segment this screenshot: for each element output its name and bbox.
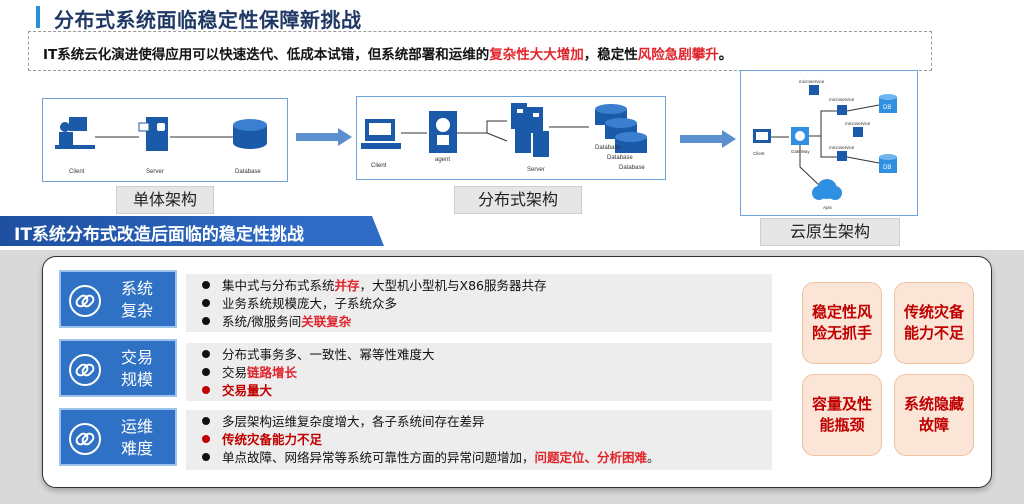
microservice-node (809, 85, 819, 95)
list-item: 多层架构运维复杂度增大，各子系统间存在差异 (202, 413, 485, 430)
list-item: 集中式与分布式系统并存，大型机小型机与X86服务器共存 (202, 277, 547, 294)
category-label: 交易 规模 (120, 348, 153, 389)
node-label-client: Client (753, 151, 765, 156)
node-label-apis: Apis (823, 205, 833, 210)
list-item: 交易量大 (202, 382, 272, 399)
node-label-microservice: microservice (829, 145, 855, 150)
list-item: 分布式事务多、一致性、幂等性难度大 (202, 346, 435, 363)
section-title: IT系统分布式改造后面临的稳定性挑战 (14, 225, 304, 245)
category-transaction-scale: 交易 规模 (59, 339, 177, 397)
category-items-transaction-scale: 分布式事务多、一致性、幂等性难度大 交易链路增长 交易量大 (186, 343, 772, 401)
node-label-agent: agent (435, 157, 450, 163)
title-bar: 分布式系统面临稳定性保障新挑战 (0, 0, 1024, 36)
risk-box: 稳定性风险无抓手 (802, 282, 882, 364)
link-icon (69, 423, 101, 455)
microservice-node (837, 105, 847, 115)
distributed-diagram-svg: Client agent Server Database Database Da… (361, 103, 647, 173)
gateway-icon (791, 127, 809, 145)
node-label-database: Database (595, 145, 621, 151)
flow-arrow-2 (680, 130, 736, 148)
agent-icon (429, 111, 457, 153)
node-label-server: Server (527, 167, 545, 173)
list-item: 单点故障、网络异常等系统可靠性方面的异常问题增加，问题定位、分析困难。 (202, 449, 660, 466)
database-icon (233, 119, 267, 149)
arch-label-cloud-native: 云原生架构 (760, 218, 900, 246)
monolithic-diagram-svg: Client Server Database (55, 117, 267, 175)
section-title-bar: IT系统分布式改造后面临的稳定性挑战 (0, 216, 384, 246)
node-label-microservice: microservice (829, 97, 855, 102)
category-system-complexity: 系统 复杂 (59, 270, 177, 328)
summary-text-3: 。 (718, 47, 733, 63)
category-ops-difficulty: 运维 难度 (59, 408, 177, 466)
distributed-diagram: Client agent Server Database Database Da… (356, 96, 666, 180)
database-stack-icon (595, 104, 647, 153)
node-label-gateway: GateWay (791, 149, 810, 154)
client-computer-icon (55, 117, 95, 149)
db-label: DB (883, 105, 891, 111)
node-label-database: Database (619, 165, 645, 171)
cloud-native-diagram-svg: Client GateWay microservice microservice… (753, 79, 897, 210)
arch-label-monolithic: 单体架构 (116, 186, 214, 214)
client-monitor-icon (361, 119, 401, 149)
risk-box: 系统隐藏故障 (894, 374, 974, 456)
risk-box: 传统灾备能力不足 (894, 282, 974, 364)
node-label-microservice: microservice (845, 121, 871, 126)
category-items-system-complexity: 集中式与分布式系统并存，大型机小型机与X86服务器共存 业务系统规模庞大，子系统… (186, 274, 772, 332)
node-label-database: Database (235, 169, 261, 175)
server-cluster-icon (511, 103, 549, 157)
client-monitor-icon (753, 129, 771, 143)
summary-text-2: ，稳定性 (583, 47, 638, 63)
db-label: DB (883, 165, 891, 171)
cloud-native-diagram: Client GateWay microservice microservice… (740, 70, 918, 216)
microservice-node (853, 127, 863, 137)
api-cloud-icon (812, 179, 842, 200)
summary-highlight-2: 风险急剧攀升 (637, 47, 719, 63)
risk-box: 容量及性能瓶颈 (802, 374, 882, 456)
node-label-client: Client (371, 163, 387, 169)
link-icon (69, 285, 101, 317)
server-icon (138, 117, 168, 151)
db-icon (879, 94, 897, 113)
microservice-node (837, 151, 847, 161)
category-items-ops-difficulty: 多层架构运维复杂度增大，各子系统间存在差异 传统灾备能力不足 单点故障、网络异常… (186, 410, 772, 470)
arch-label-distributed: 分布式架构 (454, 186, 582, 214)
summary-text-1: IT系统云化演进使得应用可以快速迭代、低成本试错，但系统部署和运维的 (43, 47, 490, 63)
node-label-microservice: microservice (799, 79, 825, 84)
title-accent-bar (36, 6, 40, 28)
category-label: 系统 复杂 (120, 279, 153, 320)
page-title: 分布式系统面临稳定性保障新挑战 (54, 8, 362, 32)
db-icon (879, 154, 897, 173)
node-label-client: Client (69, 169, 85, 175)
summary-box: IT系统云化演进使得应用可以快速迭代、低成本试错，但系统部署和运维的复杂性大大增… (28, 31, 932, 71)
list-item: 业务系统规模庞大，子系统众多 (202, 295, 397, 312)
list-item: 交易链路增长 (202, 364, 297, 381)
list-item: 系统/微服务间关联复杂 (202, 313, 351, 330)
list-item: 传统灾备能力不足 (202, 431, 322, 448)
category-label: 运维 难度 (120, 417, 153, 458)
node-label-server: Server (146, 169, 164, 175)
summary-highlight-1: 复杂性大大增加 (489, 47, 584, 63)
monolithic-diagram: Client Server Database (42, 98, 288, 182)
link-icon (69, 354, 101, 386)
node-label-database: Database (607, 155, 633, 161)
flow-arrow-1 (296, 128, 352, 146)
